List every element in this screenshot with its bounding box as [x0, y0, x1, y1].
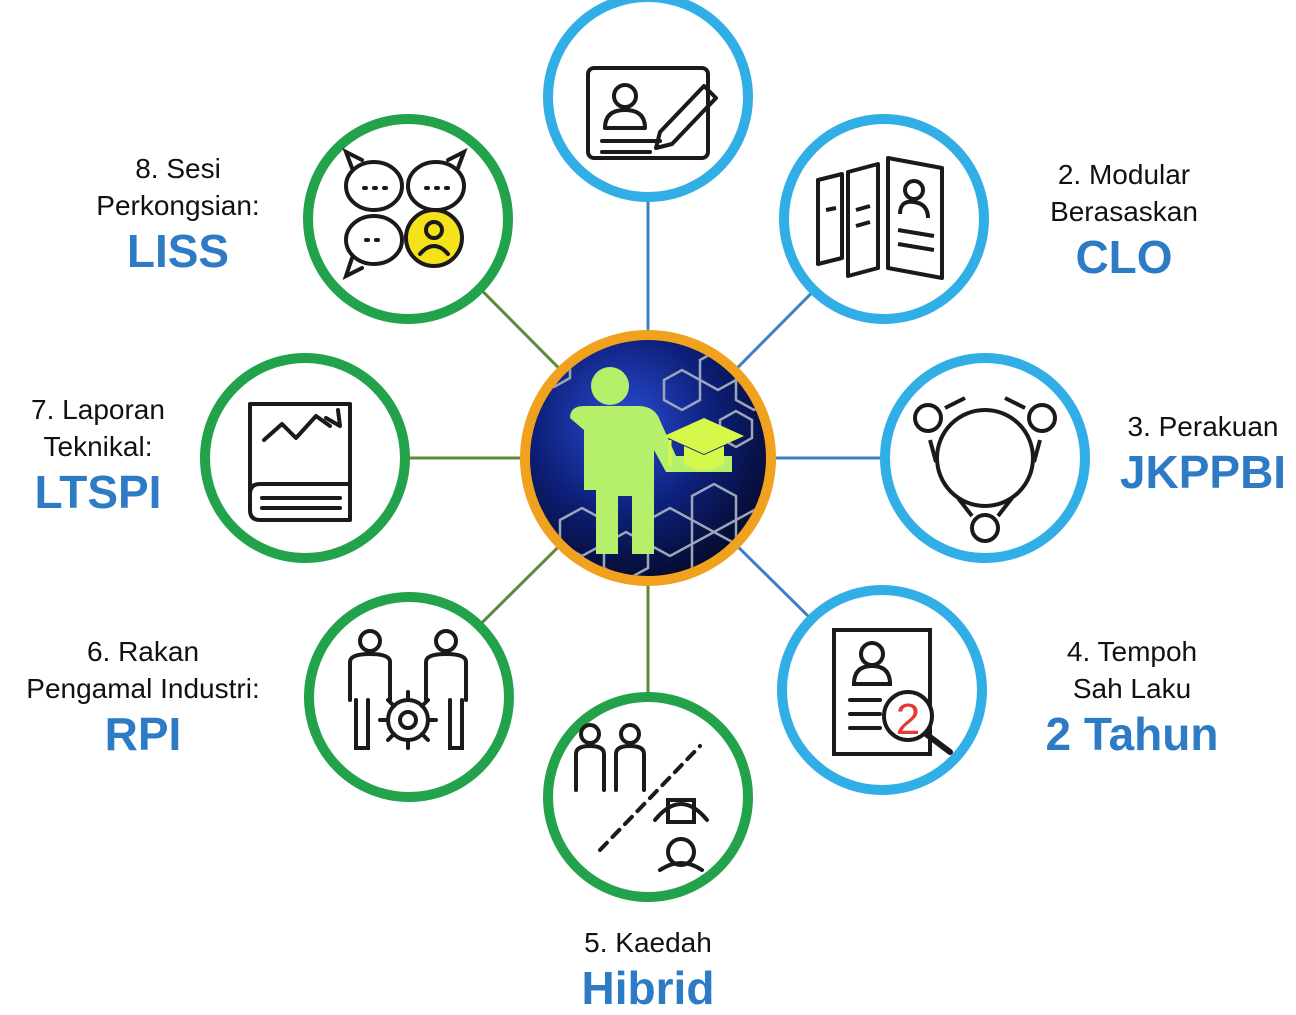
teacher-graduation-cap-icon — [570, 367, 744, 554]
node-hybrid-meeting — [543, 692, 753, 902]
node-industry-partners — [304, 592, 514, 802]
label-perakuan-jkppbi: 3. Perakuan JKPPBI — [1110, 408, 1296, 499]
label-highlight: RPI — [104, 708, 182, 760]
team-circle-icon — [913, 396, 1057, 543]
label-modular-clo: 2. Modular Berasaskan CLO — [1024, 156, 1224, 284]
label-laporan-ltspi: 7. Laporan Teknikal: LTSPI — [8, 391, 188, 519]
industry-partners-gear-icon — [348, 629, 468, 750]
label-line1: 7. Laporan — [31, 394, 165, 425]
number-two-icon: 2 — [896, 695, 920, 744]
label-line2: Berasaskan — [1050, 196, 1198, 227]
node-report-book — [200, 353, 410, 563]
label-line2: Pengamal Industri: — [26, 673, 260, 704]
center-medallion — [520, 330, 776, 586]
label-sesi-liss: 8. Sesi Perkongsian: LISS — [78, 150, 278, 278]
label-kaedah-hibrid: 5. Kaedah Hibrid — [548, 924, 748, 1015]
label-highlight: CLO — [1075, 231, 1173, 283]
label-line1: 3. Perakuan — [1127, 411, 1279, 442]
node-chat-bubbles — [303, 114, 513, 324]
label-line1: 4. Tempoh — [1066, 636, 1198, 667]
node-documents — [779, 114, 989, 324]
node-resume-search: 2 — [777, 585, 987, 795]
label-highlight: Hibrid — [581, 962, 715, 1014]
label-line2: Perkongsian: — [96, 190, 260, 221]
node-team-circle — [880, 353, 1090, 563]
label-rakan-rpi: 6. Rakan Pengamal Industri: RPI — [0, 633, 286, 761]
label-highlight: 2 Tahun — [1045, 708, 1219, 760]
report-book-chart-icon — [248, 402, 352, 522]
hybrid-meeting-icon — [574, 723, 709, 872]
node-profile-edit — [543, 0, 753, 202]
label-line1: 2. Modular — [1057, 159, 1191, 190]
label-tempoh-2-tahun: 4. Tempoh Sah Laku 2 Tahun — [1020, 633, 1244, 761]
profile-edit-icon — [586, 66, 718, 160]
label-line2: Sah Laku — [1072, 673, 1192, 704]
label-highlight: LISS — [126, 225, 230, 277]
resume-search-icon — [832, 628, 953, 756]
label-line1: 5. Kaedah — [584, 927, 712, 958]
label-highlight: LTSPI — [34, 466, 162, 518]
chat-bubbles-user-icon — [342, 147, 468, 280]
label-line2: Teknikal: — [43, 431, 153, 462]
label-line1: 6. Rakan — [86, 636, 200, 667]
documents-icon — [816, 156, 944, 280]
label-highlight: JKPPBI — [1119, 446, 1287, 498]
label-line1: 8. Sesi — [135, 153, 221, 184]
